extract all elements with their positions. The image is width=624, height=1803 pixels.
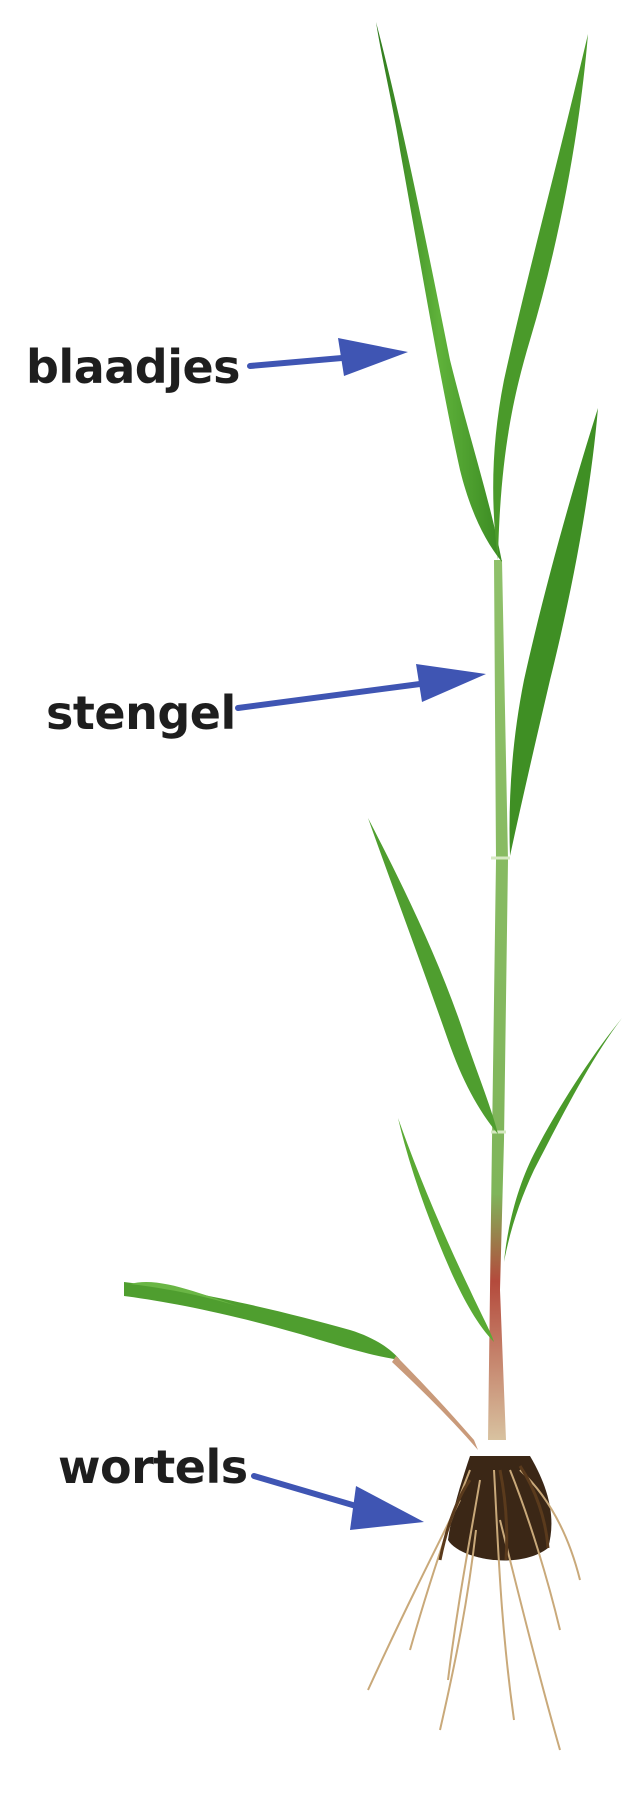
leaf <box>504 1018 622 1262</box>
roots <box>368 1456 580 1750</box>
leaf-sheath <box>392 1356 478 1450</box>
label-roots: wortels <box>58 1444 248 1490</box>
arrow-right-icon <box>254 1476 424 1530</box>
leaf <box>398 1118 494 1342</box>
stem <box>488 560 508 1440</box>
leaf <box>510 408 598 856</box>
leaf <box>368 818 498 1134</box>
leaf <box>493 34 588 560</box>
leaf <box>376 22 502 562</box>
label-stem: stengel <box>46 690 236 736</box>
label-leaves: blaadjes <box>26 344 240 390</box>
arrow-right-icon <box>238 664 486 708</box>
leaf <box>124 1282 400 1360</box>
arrow-right-icon <box>250 338 408 376</box>
